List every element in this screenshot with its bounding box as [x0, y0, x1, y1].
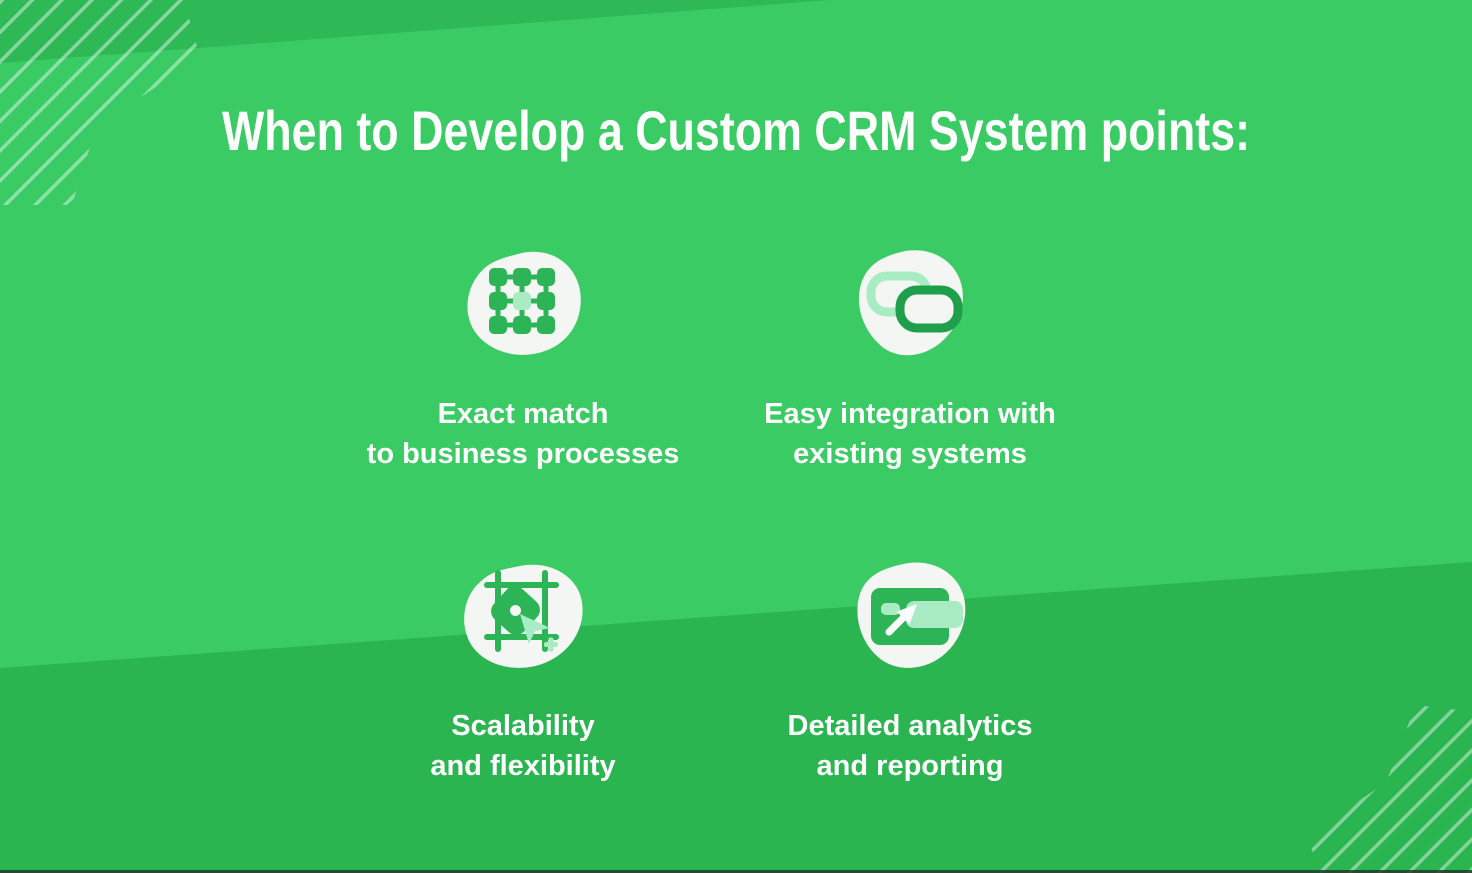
item-label-line1: Detailed analytics: [787, 710, 1033, 742]
item-label-line2: existing systems: [793, 438, 1027, 470]
item-label-line2: and flexibility: [430, 750, 616, 782]
analytics-card-icon: [857, 562, 966, 668]
item-label-line2: to business processes: [366, 438, 680, 470]
item-label-line2: and reporting: [816, 750, 1004, 782]
transform-scale-icon: [464, 564, 583, 668]
grid-modules-icon: [467, 251, 581, 355]
chain-link-icon: [858, 250, 963, 356]
point-easy-integration: Easy integration with existing systems: [710, 246, 1110, 474]
bottom-edge-line: [0, 870, 1472, 873]
item-label-line1: Easy integration with: [764, 398, 1056, 430]
item-label-line1: Scalability: [451, 710, 595, 742]
point-scalability: Scalability and flexibility: [323, 558, 723, 786]
point-detailed-analytics: Detailed analytics and reporting: [710, 558, 1110, 786]
point-exact-match: Exact match to business processes: [323, 246, 723, 474]
item-label-line1: Exact match: [437, 398, 609, 430]
page-title: When to Develop a Custom CRM System poin…: [222, 99, 1251, 162]
